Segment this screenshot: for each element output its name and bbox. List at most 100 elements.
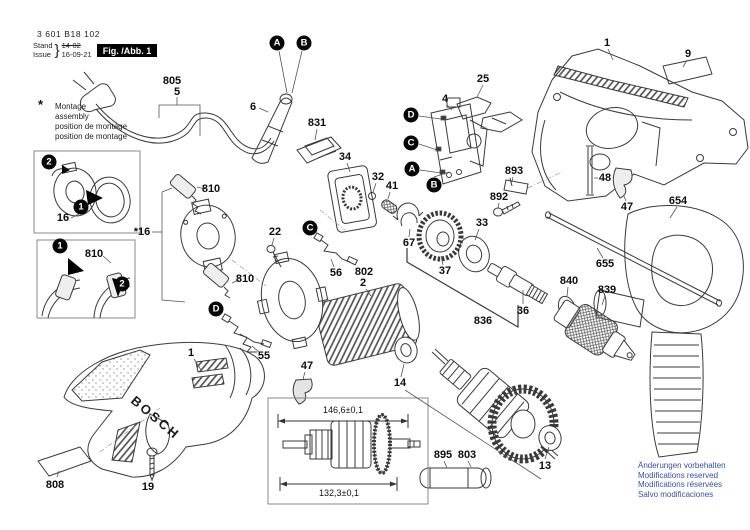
dimension-upper: 146,6±0,1 [321,405,365,415]
switch-art [430,97,488,185]
part-label-48: 48 [598,172,612,184]
stator-art [256,251,420,366]
callout-marker-c-wire: C [302,220,318,236]
part-label-1-drill: 1 [187,347,195,359]
part-label-810-inset: 810 [84,248,104,260]
part-label-33: 33 [475,217,489,229]
spindle-gear-art [392,202,549,305]
assembly-bracket-836 [406,248,519,329]
part-label-839: 839 [597,284,617,296]
part-label-34: 34 [338,151,352,163]
part-label-840: 840 [559,275,579,287]
strain-relief-art [296,136,342,164]
issue-label: Issue [33,49,51,59]
callout-marker-d-wire: D [208,301,224,317]
part-label-56: 56 [329,267,343,279]
mounting-note-fr: position de montage [55,122,128,131]
mounting-note-en: assembly [55,112,89,121]
modifications-note-de: Änderungen vorbehalten [638,461,726,470]
armature-art [419,348,562,489]
part-label-36: 36 [516,305,530,317]
part-label-37: 37 [438,265,452,277]
part-label-22: 22 [268,226,282,238]
part-label-13: 13 [538,460,552,472]
small-fasteners-art [493,145,633,217]
current-date: 16-09-21 [61,49,92,59]
figure-number-box: Fig. /Abb. 1 [97,44,157,57]
callout-marker-d-switch: D [403,107,419,123]
drill-housing-art: BOSCH [63,341,265,478]
part-label-16-inset: 16 [56,212,70,224]
stand-label: Stand [33,41,53,50]
step-marker-2-box2: 2 [114,276,130,292]
step-marker-2-box1: 2 [41,154,57,170]
issue-info: Stand Issue } 14-02 16-09-21 [33,41,92,59]
modifications-note: Änderungen vorbehalten Modifications res… [638,461,726,499]
part-label-2: 2 [359,277,367,289]
callout-marker-c-switch: C [403,135,419,151]
part-label-4: 4 [441,93,449,105]
brush-plate-art [169,174,236,299]
part-label-893: 893 [504,165,524,177]
mounting-note-marker: * [38,97,44,112]
dimension-inset-art [267,397,429,505]
part-label-810-lower: 810 [235,273,255,285]
step-marker-1-box1: 1 [73,199,89,215]
part-label-16-starred: *16 [133,226,151,238]
part-label-41: 41 [385,180,399,192]
part-label-6: 6 [249,101,257,113]
part-label-47-bottom: 47 [300,360,314,372]
issue-dates: 14-02 16-09-21 [61,41,92,59]
cord-guard-art [251,93,293,164]
mounting-note: Montage assembly position de montage pos… [55,102,127,142]
nameplate-sticker-art [662,56,713,85]
step-marker-1-box2: 1 [52,238,68,254]
part-label-19: 19 [141,481,155,493]
document-part-number: 3 601 B18 102 [37,29,101,39]
part-label-47-top: 47 [620,201,634,213]
inset-box-1-art [33,150,141,234]
superseded-date: 14-02 [61,41,81,50]
part-label-9: 9 [684,48,692,60]
callout-marker-b-switch: B [426,177,442,193]
chuck-art [553,295,636,361]
part-label-803: 803 [457,449,477,461]
part-label-808: 808 [45,479,65,491]
brush-holder-art [456,96,523,133]
modifications-note-en: Modifications reserved [638,470,719,480]
part-label-14: 14 [393,377,407,389]
part-label-836: 836 [473,315,493,327]
part-label-32: 32 [371,171,385,183]
issue-brace: } [54,42,60,59]
mounting-note-de: Montage [55,102,87,111]
bearing-plate-34-art [327,165,398,233]
callout-marker-a-switch: A [404,161,420,177]
sticker-screw-art [37,446,158,482]
callout-marker-a-top: A [269,35,285,51]
construction-lines [99,171,563,453]
modifications-note-es: Salvo modificaciones [638,489,714,499]
part-label-831: 831 [307,117,327,129]
callout-marker-b-top: B [296,35,312,51]
part-label-810-upper: 810 [201,183,221,195]
part-label-655: 655 [595,258,615,270]
modifications-note-fr: Modifications réservées [638,480,723,489]
issue-labels: Stand Issue [33,41,53,59]
part-label-895: 895 [433,449,453,461]
aux-handle-art [593,205,744,458]
part-label-25: 25 [476,73,490,85]
part-label-802: 802 [354,266,374,278]
housing-shell-art [531,48,749,202]
part-label-55: 55 [257,350,271,362]
depth-rod-art [545,211,722,307]
part-label-805: 805 [162,75,182,87]
part-label-654: 654 [668,195,688,207]
part-label-67: 67 [402,237,416,249]
wires-art [221,232,359,349]
dimension-lower: 132,3±0,1 [317,488,361,498]
part-label-5: 5 [173,86,181,98]
leader-lines [56,48,688,480]
bearing-14-art [394,336,418,364]
